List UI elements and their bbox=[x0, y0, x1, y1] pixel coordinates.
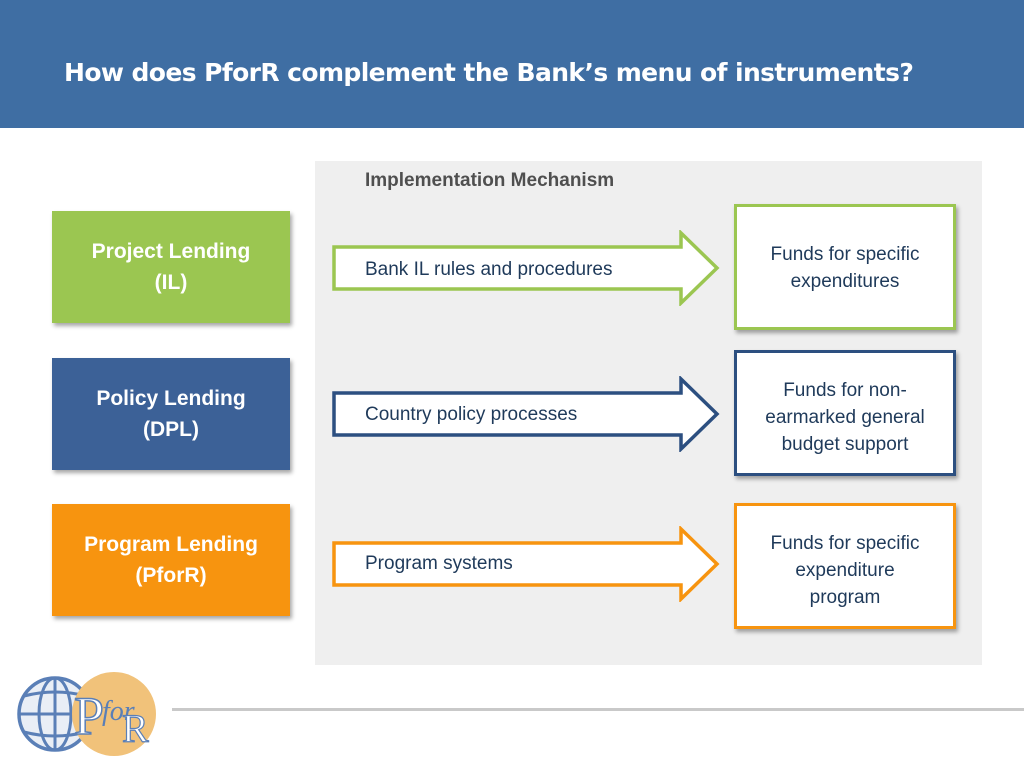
category-program-lending: Program Lending (PforR) bbox=[52, 504, 290, 616]
funds-text-line: Funds for specific bbox=[770, 533, 920, 554]
slide-title: How does PforR complement the Bank’s men… bbox=[64, 58, 914, 87]
category-policy-lending: Policy Lending (DPL) bbox=[52, 358, 290, 470]
funds-text-line: program bbox=[809, 587, 881, 608]
category-label-line: (DPL) bbox=[143, 418, 199, 441]
logo-word-for: for bbox=[102, 696, 135, 727]
category-label-line: Program Lending bbox=[84, 533, 258, 556]
logo-disc bbox=[72, 672, 156, 756]
category-label-line: Project Lending bbox=[91, 240, 251, 263]
arrow-bank-il-rules bbox=[332, 230, 720, 306]
funds-box-specific-expenditures: Funds for specific expenditures bbox=[734, 204, 956, 330]
title-bar: How does PforR complement the Bank’s men… bbox=[0, 0, 1024, 128]
pforr-logo: P for R bbox=[17, 672, 156, 756]
arrow-country-policy bbox=[332, 376, 720, 452]
logo-letter-r: R bbox=[122, 706, 149, 751]
funds-box-budget-support: Funds for non- earmarked general budget … bbox=[734, 350, 956, 476]
funds-text-line: Funds for non- bbox=[783, 380, 907, 401]
funds-text-line: Funds for specific bbox=[770, 244, 920, 265]
mechanism-heading: Implementation Mechanism bbox=[365, 170, 615, 191]
funds-text-line: budget support bbox=[781, 434, 909, 455]
category-project-lending: Project Lending (IL) bbox=[52, 211, 290, 323]
category-label-line: (PforR) bbox=[135, 564, 207, 587]
mechanism-label-program-systems: Program systems bbox=[365, 553, 513, 574]
funds-text-line: expenditure bbox=[795, 560, 895, 581]
funds-text-line: earmarked general bbox=[765, 407, 925, 428]
mechanism-label-country-policy: Country policy processes bbox=[365, 404, 578, 425]
category-label-line: Policy Lending bbox=[96, 387, 246, 410]
funds-text-line: expenditures bbox=[790, 271, 900, 292]
logo-letter-p: P bbox=[74, 686, 104, 746]
category-label-line: (IL) bbox=[154, 271, 188, 294]
globe-icon bbox=[17, 676, 93, 752]
footer-divider bbox=[172, 708, 1024, 711]
funds-box-expenditure-program: Funds for specific expenditure program bbox=[734, 503, 956, 629]
mechanism-label-bank-il: Bank IL rules and procedures bbox=[365, 259, 613, 280]
arrow-program-systems bbox=[332, 526, 720, 602]
